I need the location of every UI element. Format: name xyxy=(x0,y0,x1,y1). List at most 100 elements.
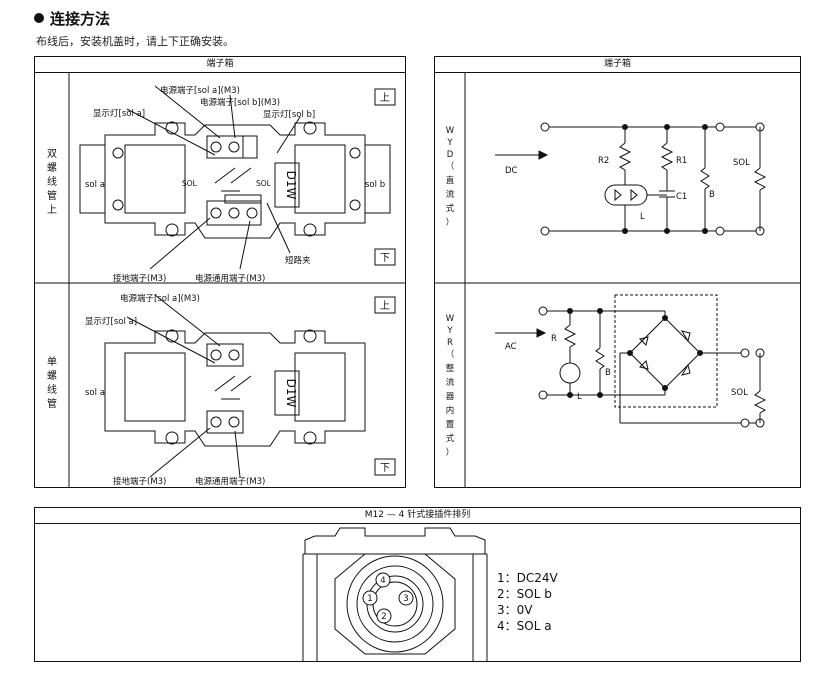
connector-body xyxy=(302,527,488,662)
label-r: R xyxy=(551,334,557,344)
label-lamp-sol-a: 显示灯[sol a] xyxy=(93,108,145,119)
page-subtitle: 布线后，安装机盖时，请上下正确安装。 xyxy=(36,35,234,48)
wyd-side-label: W Y D （ 直 流 式 ） xyxy=(446,126,455,228)
svg-text:上: 上 xyxy=(47,204,57,216)
svg-text:流: 流 xyxy=(446,377,455,388)
single-solenoid-side-label: 单 螺 线 管 xyxy=(47,356,57,410)
label-single-common-terminal: 电源通用端子(M3) xyxy=(195,476,265,487)
label-wyr-l: L xyxy=(577,392,582,402)
double-solenoid-drawing xyxy=(79,85,391,270)
svg-text:线: 线 xyxy=(47,383,57,396)
label-power-sol-b: 电源端子[sol b](M3) xyxy=(200,97,280,108)
title-bullet-icon xyxy=(34,13,44,23)
pin-legend-4: 4：SOL a xyxy=(497,619,552,633)
pin-3-label: 3 xyxy=(403,594,408,604)
label-c1: C1 xyxy=(676,192,687,202)
circuit-panel: 端子箱 W Y D （ 直 流 式 ） W Y R （ 整 流 器 内 置 式 … xyxy=(434,56,801,488)
label-b: B xyxy=(709,190,715,200)
label-l: L xyxy=(640,212,645,222)
wyr-side-label: W Y R （ 整 流 器 内 置 式 ） xyxy=(446,314,455,458)
svg-text:R: R xyxy=(447,338,453,348)
svg-text:置: 置 xyxy=(446,420,455,430)
svg-text:管: 管 xyxy=(47,189,57,202)
single-down-marker xyxy=(374,458,396,476)
svg-text:内: 内 xyxy=(446,405,455,416)
pin-legend-3: 3：0V xyxy=(497,603,533,617)
down-marker xyxy=(374,248,396,266)
label-dc: DC xyxy=(505,166,518,176)
single-model-label-d1w: D1W xyxy=(284,379,298,408)
circuit-drawing: W Y D （ 直 流 式 ） W Y R （ 整 流 器 内 置 式 ） xyxy=(435,73,800,488)
terminal-box-header: 端子箱 xyxy=(35,57,405,73)
label-sol: SOL xyxy=(733,158,750,168)
model-label-d1w: D1W xyxy=(284,171,298,200)
label-sol-a: sol a xyxy=(85,180,105,190)
svg-text:）: ） xyxy=(446,217,455,228)
label-lamp-sol-b: 显示灯[sol b] xyxy=(263,109,315,120)
up-marker xyxy=(374,88,396,106)
pin-2 xyxy=(376,608,392,624)
connector-drawing: 1 2 3 4 1：DC24V 2：SOL b 3：0V 4：SOL a xyxy=(302,527,559,662)
pin-1-label: 1 xyxy=(367,594,372,604)
label-r2: R2 xyxy=(598,156,609,166)
circuit-panel-header: 端子箱 xyxy=(435,57,800,73)
pin-3 xyxy=(398,590,414,606)
label-wyr-b: B xyxy=(605,368,611,378)
svg-text:D: D xyxy=(447,150,454,160)
connector-panel-header: M12 — 4 针式接插件排列 xyxy=(35,508,800,524)
svg-text:）: ） xyxy=(446,447,455,458)
wyd-circuit xyxy=(495,122,767,236)
label-wyr-sol: SOL xyxy=(731,388,748,398)
svg-text:螺: 螺 xyxy=(47,162,57,174)
pin-legend-2: 2：SOL b xyxy=(497,587,552,601)
single-up-marker xyxy=(374,296,396,314)
label-ground-terminal: 接地端子(M3) xyxy=(113,273,166,284)
terminal-box-panel: 端子箱 双 螺 线 管 上 单 螺 线 管 xyxy=(34,56,406,488)
svg-text:管: 管 xyxy=(47,397,57,410)
svg-text:W: W xyxy=(446,126,455,136)
label-common-terminal: 电源通用端子(M3) xyxy=(195,273,265,284)
svg-text:流: 流 xyxy=(446,189,455,200)
connector-panel: M12 — 4 针式接插件排列 1 2 3 4 1：DC24V 2：SOL b … xyxy=(34,507,801,662)
wyr-circuit xyxy=(495,294,767,428)
svg-text:W: W xyxy=(446,314,455,324)
pin-1 xyxy=(362,590,378,606)
svg-text:直: 直 xyxy=(446,175,455,186)
down-marker-text: 下 xyxy=(380,253,390,264)
pin-4 xyxy=(375,572,391,588)
label-power-sol-a: 电源端子[sol a](M3) xyxy=(160,85,240,96)
label-sol-b: sol b xyxy=(365,180,385,190)
terminal-box-drawing: 双 螺 线 管 上 单 螺 线 管 xyxy=(35,73,405,488)
pin-2-label: 2 xyxy=(381,612,386,622)
svg-text:双: 双 xyxy=(47,148,57,160)
svg-text:Y: Y xyxy=(446,326,453,336)
single-solenoid-drawing xyxy=(104,294,366,478)
svg-text:器: 器 xyxy=(446,392,455,402)
double-solenoid-side-label: 双 螺 线 管 上 xyxy=(47,148,57,216)
single-down-marker-text: 下 xyxy=(380,463,390,474)
up-marker-text: 上 xyxy=(380,92,390,104)
svg-text:（: （ xyxy=(446,161,455,172)
label-sol-right: SOL xyxy=(256,179,272,188)
svg-text:Y: Y xyxy=(446,138,453,148)
label-sol-left: SOL xyxy=(182,179,198,188)
svg-text:式: 式 xyxy=(446,203,455,214)
page-title: 连接方法 xyxy=(34,8,110,29)
label-single-lamp-sol-a: 显示灯[sol a] xyxy=(85,316,137,327)
page-title-text: 连接方法 xyxy=(50,10,111,28)
svg-text:单: 单 xyxy=(47,356,57,368)
label-short-clip: 短路夹 xyxy=(285,255,311,266)
label-single-ground-terminal: 接地端子(M3) xyxy=(113,476,166,487)
pin-4-label: 4 xyxy=(380,576,385,586)
svg-text:线: 线 xyxy=(47,175,57,188)
svg-text:（: （ xyxy=(446,349,455,360)
label-ac: AC xyxy=(505,342,517,352)
pin-legend-1: 1：DC24V xyxy=(497,571,559,585)
single-up-marker-text: 上 xyxy=(380,300,390,312)
label-single-power-sol-a: 电源端子[sol a](M3) xyxy=(120,293,200,304)
svg-text:螺: 螺 xyxy=(47,370,57,382)
label-r1: R1 xyxy=(676,156,687,166)
svg-text:整: 整 xyxy=(446,363,455,374)
label-single-sol-a: sol a xyxy=(85,388,105,398)
svg-text:式: 式 xyxy=(446,433,455,444)
